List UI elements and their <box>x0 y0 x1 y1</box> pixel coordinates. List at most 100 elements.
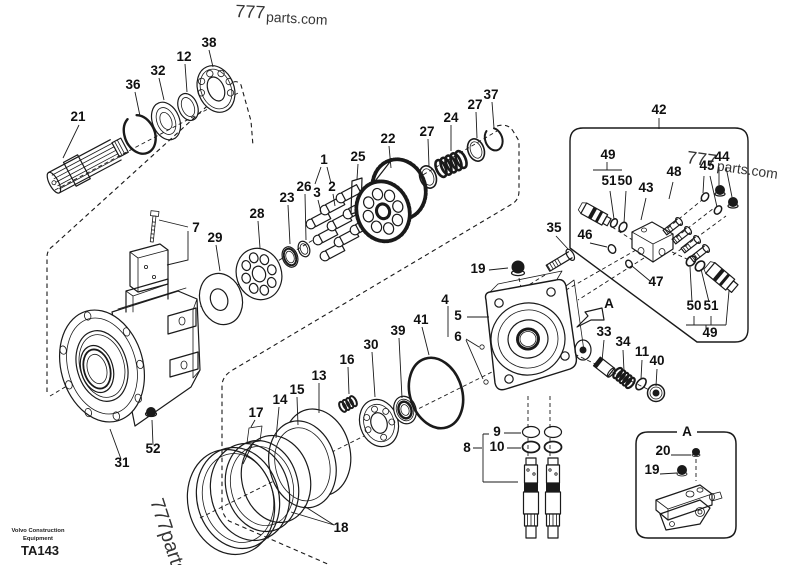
callout-25: 25 <box>350 149 366 164</box>
callout-9: 9 <box>493 424 501 439</box>
callout-24: 24 <box>443 110 459 125</box>
callout-A: A <box>604 296 614 311</box>
parts-17-14-15-13-ring-stack <box>186 408 352 556</box>
callout-36: 36 <box>125 77 141 92</box>
callout-7: 7 <box>192 220 200 235</box>
callout-39: 39 <box>390 323 405 338</box>
cover-side-boss <box>574 339 592 361</box>
callout-11: 11 <box>635 344 650 359</box>
callout-29: 29 <box>207 230 222 245</box>
callout-leader-lines <box>62 49 733 526</box>
view-a-arrow-icon <box>576 307 605 328</box>
parts-10-rings <box>521 440 563 454</box>
callout-28: 28 <box>249 206 265 221</box>
watermark-top: 777parts.com <box>235 1 329 28</box>
part-12-ring <box>177 92 199 122</box>
watermark-right: 777parts.com <box>685 147 780 182</box>
part-36-snap-ring <box>122 113 157 155</box>
callout-20: 20 <box>655 443 670 458</box>
parts-48-bolts <box>662 216 711 263</box>
callout-15: 15 <box>289 382 305 397</box>
callout-4: 4 <box>441 292 449 307</box>
part-6-ball-a <box>479 344 485 350</box>
part-8-cartridge-valve-a <box>522 457 540 539</box>
callout-43: 43 <box>638 180 654 195</box>
part-49-cartridge-left <box>577 202 612 227</box>
part-23-bearing-ring <box>281 246 299 268</box>
part-27-ring-a <box>418 165 438 189</box>
callout-3: 3 <box>313 185 321 200</box>
callout-27: 27 <box>419 124 434 139</box>
callout-18: 18 <box>333 520 349 535</box>
callout-48: 48 <box>666 164 682 179</box>
part-11-o-ring <box>635 377 647 391</box>
part-21-drive-shaft <box>46 137 129 194</box>
part-24-spring <box>434 149 468 179</box>
part-31-motor-housing <box>58 278 201 427</box>
part-16-spring-pin <box>338 395 358 413</box>
callout-12: 12 <box>176 49 191 64</box>
callout-46: 46 <box>577 227 593 242</box>
part-38-bearing <box>196 65 236 113</box>
callout-50: 50 <box>617 173 632 188</box>
callout-23: 23 <box>279 190 295 205</box>
callout-44: 44 <box>714 149 730 164</box>
callout-1: 1 <box>320 152 328 167</box>
footer-figure-code: TA143 <box>21 543 59 558</box>
footer-brand-line2: Equipment <box>23 536 53 542</box>
callout-47: 47 <box>648 274 663 289</box>
part-40-plug <box>646 383 666 403</box>
callout-A: A <box>682 424 692 439</box>
callout-17: 17 <box>248 405 263 420</box>
part-51-o-ring-right <box>694 260 706 272</box>
part-22-cylinder-block <box>354 157 428 244</box>
part-47-o-ring <box>625 259 633 269</box>
callout-19: 19 <box>644 462 659 477</box>
part-41-o-ring <box>407 356 465 430</box>
part-37-snap-ring <box>483 127 504 152</box>
callout-37: 37 <box>483 87 498 102</box>
part-35-bolt <box>545 248 576 272</box>
part-8-cartridge-valve-b <box>544 457 562 539</box>
group-boundary-lines <box>46 81 520 565</box>
callout-22: 22 <box>380 131 395 146</box>
inset-valve-block <box>655 484 723 531</box>
part-20-plug-inset <box>691 448 701 457</box>
part-19-plug-cover <box>510 260 526 277</box>
part-26-ring <box>297 240 311 258</box>
callout-35: 35 <box>546 220 562 235</box>
parts-9-o-rings <box>521 425 563 439</box>
callout-19: 19 <box>470 261 485 276</box>
callout-27: 27 <box>467 97 482 112</box>
callout-40: 40 <box>649 353 664 368</box>
part-32-seal <box>150 101 182 141</box>
part-29-washer <box>198 272 244 326</box>
parts-45-o-rings <box>700 192 723 215</box>
callout-14: 14 <box>272 392 288 407</box>
part-50-o-ring-left <box>618 221 628 233</box>
callout-2: 2 <box>328 179 336 194</box>
callout-13: 13 <box>311 368 327 383</box>
callout-51: 51 <box>601 173 617 188</box>
part-19-plug-inset <box>676 465 688 477</box>
part-51-o-ring-left <box>609 218 619 228</box>
part-28-retainer-plate <box>235 247 283 301</box>
callout-21: 21 <box>70 109 86 124</box>
callout-32: 32 <box>150 63 165 78</box>
callout-51: 51 <box>703 298 719 313</box>
callout-6: 6 <box>454 329 462 344</box>
part-7-solenoid-block <box>129 210 169 293</box>
watermark-bottom: 777parts.com <box>145 496 203 565</box>
callout-52: 52 <box>145 441 160 456</box>
callout-31: 31 <box>114 455 130 470</box>
callout-41: 41 <box>413 312 429 327</box>
callout-34: 34 <box>615 334 631 349</box>
footer-brand-line1: Volvo Construction <box>11 528 64 534</box>
callout-45: 45 <box>699 158 715 173</box>
callout-42: 42 <box>651 102 666 117</box>
part-34-spring <box>612 366 636 390</box>
callout-50: 50 <box>686 298 701 313</box>
